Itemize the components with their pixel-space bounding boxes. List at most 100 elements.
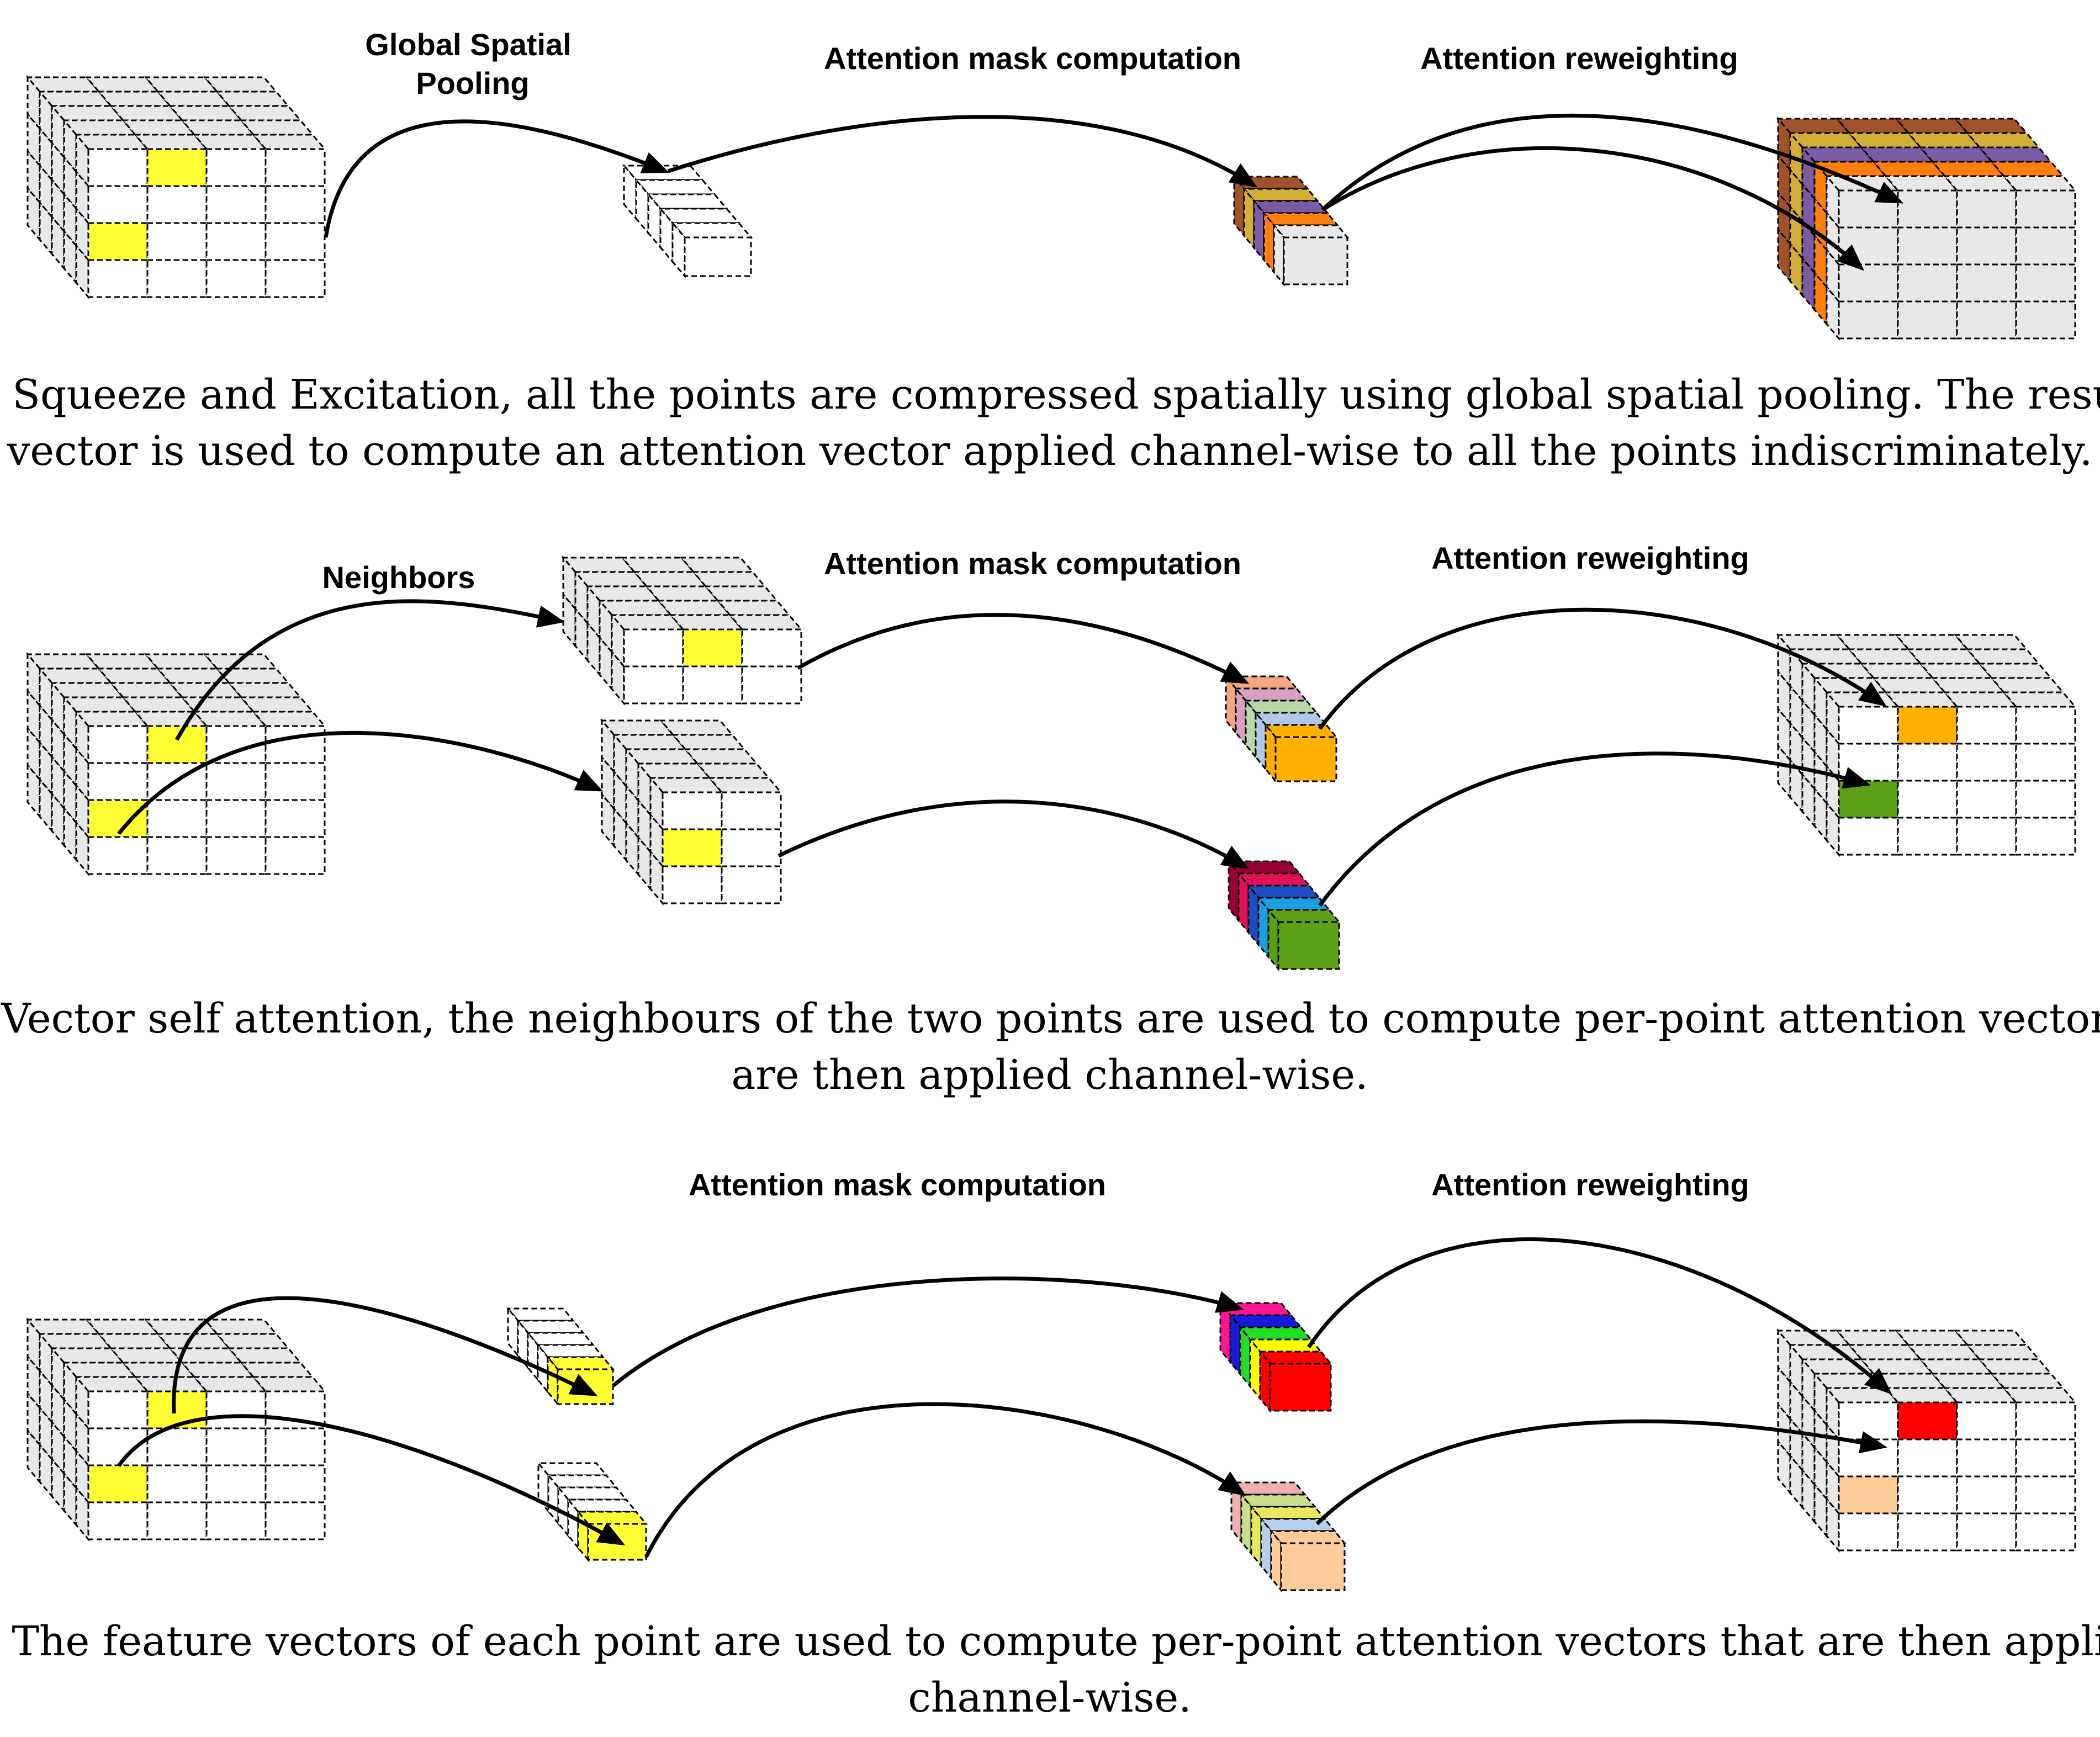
grid-cell — [2015, 300, 2076, 340]
vector-cell-top — [1242, 188, 1320, 202]
global-spatial-pooling-label: Global Spatial — [365, 27, 571, 62]
cell-top-face — [1990, 161, 2065, 177]
vector-cell-top — [622, 165, 705, 181]
cell-top-face — [1990, 677, 2065, 693]
vector-cell-top — [1228, 1314, 1303, 1328]
pooling-arrow — [324, 119, 670, 238]
grid-cell — [146, 725, 208, 764]
reweighted-output-grid — [1776, 1328, 2077, 1553]
vector-cell-top — [1249, 1506, 1327, 1520]
cell-top-face — [215, 1333, 290, 1349]
cell-top-face — [657, 600, 732, 616]
grid-cell — [2015, 743, 2076, 782]
cell-side-face — [574, 606, 589, 663]
grid-cell — [2015, 817, 2076, 856]
grid-cell — [721, 828, 782, 867]
vector-cell-side — [623, 163, 637, 221]
vector-cell-top — [556, 1486, 628, 1501]
cell-top-face — [1859, 146, 1935, 163]
grid-cell — [87, 1464, 149, 1503]
cell-top-face — [671, 734, 747, 750]
grid-cell — [146, 1427, 208, 1466]
cell-side-face — [1826, 284, 1840, 341]
cell-top-face — [109, 682, 184, 698]
caption-a-line2: vector is used to compute an attention v… — [7, 427, 2093, 475]
cell-top-face — [203, 76, 278, 93]
vector-cell-top — [670, 222, 753, 239]
vector-cell — [1277, 921, 1340, 970]
panel-a: Global Spatial Pooling Attention mask co… — [0, 27, 2100, 475]
cell-top-face — [2002, 175, 2077, 192]
grid-cell — [205, 222, 267, 261]
grid-cell — [1956, 743, 2017, 782]
grid-cell — [87, 222, 149, 261]
grid-cell — [87, 259, 149, 298]
vector-cell-top — [1234, 687, 1309, 702]
grid-cell — [87, 799, 149, 838]
cell-top-face — [707, 777, 783, 793]
cell-side-face — [611, 649, 625, 706]
cell-side-face — [51, 791, 65, 848]
grid-cell — [1838, 706, 1899, 745]
grid-cell — [662, 828, 723, 867]
vector-cell-top — [1266, 909, 1341, 923]
point-arrow-1 — [172, 1296, 598, 1414]
grid-cell — [265, 1501, 326, 1540]
cell-top-face — [1847, 1344, 1923, 1360]
grid-cell — [741, 628, 802, 668]
input-feature-grid — [25, 75, 327, 300]
cell-side-face — [75, 243, 89, 300]
grid-cell — [1897, 743, 1958, 782]
vector-cell-side — [635, 177, 649, 236]
reweighting-arrow-2 — [1315, 1419, 1888, 1526]
grid-cell — [1838, 263, 1899, 303]
caption-b: (b) In Vector self attention, the neighb… — [0, 995, 2100, 1042]
cell-side-face — [625, 820, 639, 877]
cell-top-face — [1977, 1358, 2053, 1375]
attention-vector-1 — [1218, 1300, 1333, 1413]
grid-cell — [265, 185, 326, 224]
cell-top-face — [144, 76, 219, 93]
grid-cell — [205, 725, 267, 764]
grid-cell — [1956, 780, 2017, 819]
vector-cell-top — [546, 1356, 615, 1370]
attention-reweighting-label: Attention reweighting — [1431, 1167, 1749, 1202]
cell-top-face — [192, 711, 268, 727]
attention-vector-2 — [1229, 1480, 1347, 1593]
cell-side-face — [599, 635, 613, 692]
cell-top-face — [84, 76, 160, 93]
panel-c: Attention mask computation Attention rew… — [0, 1167, 2100, 1722]
neighborhood-grid-2 — [600, 718, 783, 906]
cell-top-face — [251, 1376, 327, 1392]
cell-top-face — [1943, 175, 2018, 192]
input-feature-grid — [25, 1317, 327, 1542]
grid-cell — [1838, 780, 1899, 819]
neighbors-arrow-1 — [174, 599, 565, 741]
cell-top-face — [1930, 677, 2006, 693]
grid-cell — [146, 836, 208, 875]
vector-cell-side — [537, 1460, 549, 1514]
grid-cell — [2015, 1401, 2076, 1441]
cell-top-face — [1965, 1344, 2041, 1360]
mask-arrow-1 — [797, 613, 1250, 684]
vector-cell-side — [647, 192, 662, 250]
cell-top-face — [239, 1362, 315, 1378]
grid-cell — [2015, 226, 2076, 266]
caption-c: (c) The feature vectors of each point ar… — [0, 1618, 2100, 1665]
cell-top-face — [239, 119, 315, 136]
grid-cell — [682, 665, 743, 705]
grid-cell — [1897, 817, 1958, 856]
grid-cell — [1897, 189, 1958, 229]
cell-side-face — [586, 621, 601, 677]
grid-cell — [265, 725, 326, 764]
vector-cell — [684, 236, 752, 277]
cell-side-face — [1777, 743, 1791, 800]
cell-top-face — [121, 696, 197, 713]
point-feature-vector-1 — [506, 1306, 615, 1407]
cell-side-face — [27, 762, 41, 819]
grid-cell — [662, 791, 723, 830]
cell-top-face — [203, 1318, 278, 1335]
cell-top-face — [1835, 1330, 1911, 1346]
attention-vector — [1232, 174, 1350, 287]
